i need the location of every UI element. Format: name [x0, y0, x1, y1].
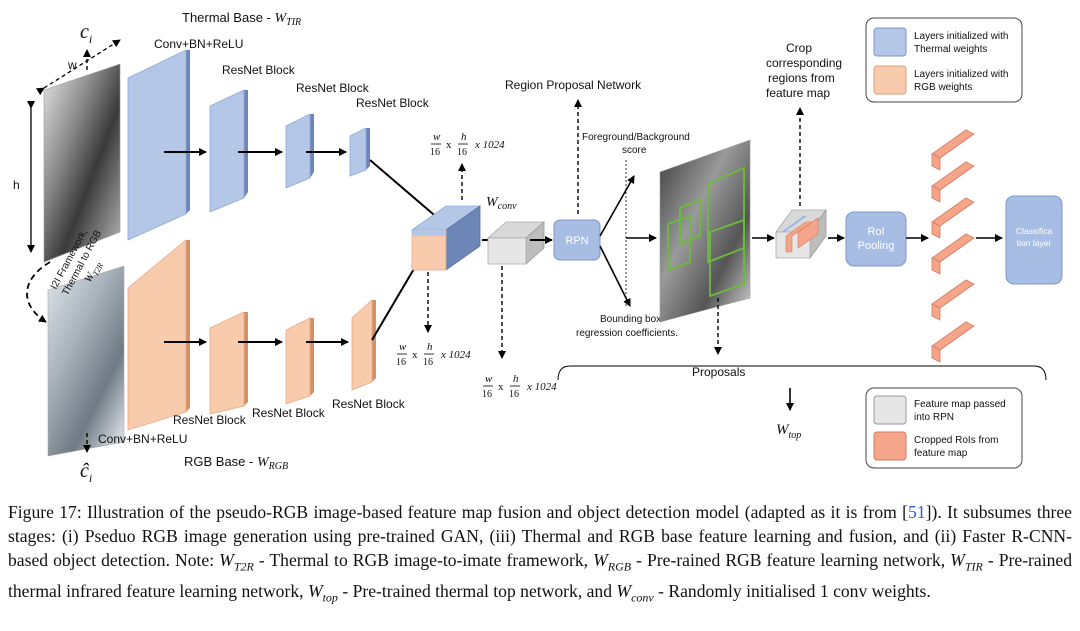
cls-label-1: Classifica [1016, 226, 1053, 236]
dim-conv-label: w 16 x h 16 x 1024 [482, 373, 557, 400]
thermal-resnet-1-label: ResNet Block [222, 63, 296, 77]
wconv-label: Wconv [486, 195, 517, 212]
rgb-resnet-2-label: ResNet Block [252, 406, 326, 420]
dim-top-label: w 16 x h 16 x 1024 [430, 131, 505, 158]
legend-bottom: Feature map passed into RPN Cropped RoIs… [865, 387, 1023, 469]
svg-text:h: h [461, 131, 467, 143]
svg-text:w: w [433, 131, 441, 143]
crop-label-3: regions from [768, 71, 835, 85]
legend-roi-swatch [873, 431, 907, 461]
proposals-bracket [557, 365, 1047, 381]
svg-text:x 1024: x 1024 [440, 349, 471, 361]
thermal-conv-label: Conv+BN+ReLU [154, 37, 243, 51]
svg-text:16: 16 [482, 389, 492, 400]
ci-label: ci [80, 21, 92, 46]
svg-text:RGB weights: RGB weights [914, 82, 972, 93]
crop-label-4: feature map [766, 86, 830, 100]
w-dim-arrow [35, 39, 121, 96]
bbox-label-2: regression coefficients. [576, 328, 678, 339]
svg-text:x: x [498, 381, 504, 393]
svg-text:h: h [513, 373, 519, 385]
svg-text:x: x [446, 139, 452, 151]
rgb-conv-block [127, 239, 190, 431]
thermal-resnet-3 [349, 127, 370, 177]
cropped-rois-stack [931, 129, 975, 363]
wtop-label: Wtop [776, 422, 801, 441]
figure-caption: Figure 17: Illustration of the pseudo-RG… [8, 502, 1073, 605]
crop-feature-map [775, 208, 827, 260]
thermal-conv-block [127, 49, 190, 241]
rgb-resnet-1-label: ResNet Block [173, 413, 247, 427]
fg-bg-label-1: Foreground/Background [582, 132, 690, 143]
fg-bg-label-2: score [622, 145, 647, 156]
rgb-resnet-3 [351, 299, 376, 391]
svg-text:x: x [412, 349, 418, 361]
classification-box [1005, 195, 1063, 285]
arrow-t4 [369, 159, 441, 221]
arrow-rpn-score [599, 175, 635, 237]
crop-label-2: corresponding [766, 56, 842, 70]
legend-rgb-swatch [873, 65, 907, 95]
svg-text:into RPN: into RPN [914, 412, 954, 423]
roi-label-1: RoI [867, 226, 884, 238]
thermal-resnet-2-label: ResNet Block [296, 81, 370, 95]
svg-text:16: 16 [509, 389, 519, 400]
rgb-conv-label: Conv+BN+ReLU [98, 432, 187, 446]
svg-text:16: 16 [423, 357, 433, 368]
svg-text:feature map: feature map [914, 448, 968, 459]
svg-text:x 1024: x 1024 [526, 381, 557, 393]
diagram: ci ĉi w h I2I Framework, Thermal to RGB … [13, 10, 1063, 485]
roi-label-2: Pooling [858, 240, 895, 252]
cls-label-2: tion layer [1017, 238, 1052, 248]
h-label: h [13, 178, 20, 192]
legend-feature-swatch [873, 395, 907, 425]
svg-text:Thermal weights: Thermal weights [914, 44, 987, 55]
svg-text:x 1024: x 1024 [474, 139, 505, 151]
bbox-label-1: Bounding box [600, 314, 661, 325]
svg-text:w: w [485, 373, 493, 385]
rgb-resnet-3-label: ResNet Block [332, 397, 406, 411]
proposal-boxes [667, 166, 745, 298]
fused-feature-map [410, 205, 482, 271]
roi-pooling-box [845, 211, 907, 267]
svg-text:Layers initialized with: Layers initialized with [914, 69, 1009, 80]
w-label: w [67, 58, 77, 72]
svg-text:Feature map passed: Feature map passed [914, 399, 1006, 410]
thermal-resnet-3-label: ResNet Block [356, 96, 430, 110]
thermal-resnet-1 [209, 89, 248, 213]
svg-text:Layers initialized with: Layers initialized with [914, 31, 1009, 42]
arrow-rpn-bbox [599, 245, 631, 307]
pseudo-rgb-image [47, 265, 125, 457]
proposals-label: Proposals [692, 365, 745, 379]
rgb-resnet-1 [209, 311, 248, 415]
svg-text:h: h [427, 341, 433, 353]
rpn-box [553, 219, 601, 261]
rpn-label: RPN [565, 235, 588, 247]
reference-link[interactable]: 51 [908, 502, 926, 522]
thermal-base-title: Thermal Base - WTIR [182, 10, 301, 28]
svg-text:16: 16 [457, 147, 467, 158]
legend-thermal-swatch [873, 27, 907, 57]
conv-feature-map [486, 221, 546, 265]
crop-label-1: Crop [786, 41, 812, 55]
i2i-curved-arrow [26, 261, 51, 323]
dim-bottom-label: w 16 x h 16 x 1024 [396, 341, 471, 368]
thermal-resnet-2 [285, 113, 314, 189]
svg-text:16: 16 [396, 357, 406, 368]
svg-text:16: 16 [430, 147, 440, 158]
svg-text:w: w [399, 341, 407, 353]
ci-hat-label: ĉi [80, 460, 92, 485]
rpn-title: Region Proposal Network [505, 78, 642, 92]
svg-text:Cropped RoIs from: Cropped RoIs from [914, 435, 998, 446]
rgb-resnet-2 [285, 317, 314, 405]
rgb-base-title: RGB Base - WRGB [184, 454, 288, 472]
arrow-r4 [371, 261, 419, 341]
proposal-image [659, 139, 751, 323]
legend-top: Layers initialized with Thermal weights … [865, 17, 1023, 103]
